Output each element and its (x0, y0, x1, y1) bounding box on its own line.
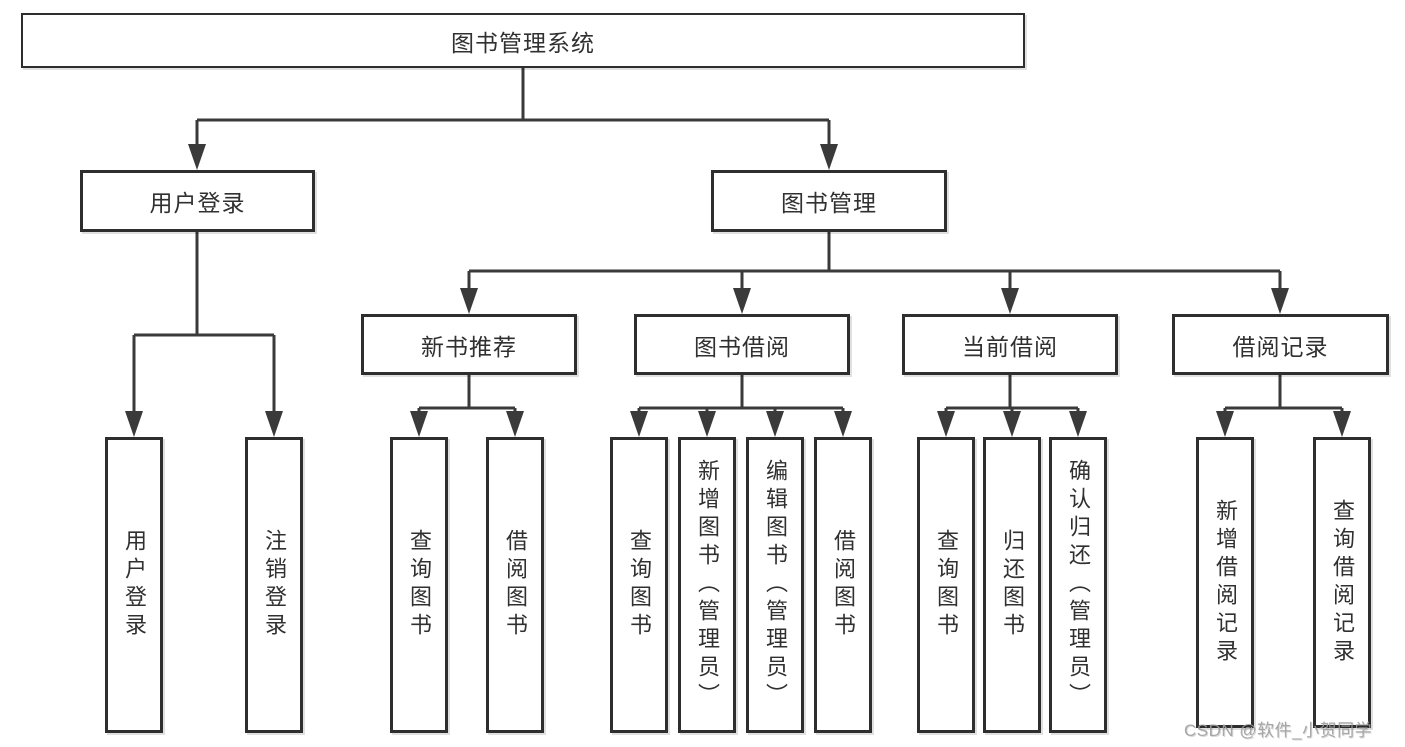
leaf-edit-books-admin: 编辑图书（管理员） (746, 437, 804, 733)
leaf-query-borrow-record: 查询借阅记录 (1313, 437, 1371, 728)
node-label: 新增借阅记录 (1213, 498, 1238, 667)
node-label: 借阅图书 (503, 529, 528, 641)
arrow-down-icon (1003, 411, 1021, 437)
leaf-return-books: 归还图书 (983, 437, 1041, 733)
leaf-query-books-borrowing: 查询图书 (610, 437, 668, 733)
arrow-down-icon (1271, 288, 1289, 314)
connector-book-management (460, 232, 1289, 314)
node-label: 新书推荐 (421, 333, 517, 360)
node-label: 当前借阅 (962, 333, 1058, 360)
arrow-down-icon (1001, 288, 1019, 314)
arrow-down-icon (188, 144, 206, 170)
node-label: 编辑图书（管理员） (763, 459, 788, 711)
arrow-down-icon (937, 411, 955, 437)
arrow-down-icon (834, 411, 852, 437)
arrow-down-icon (125, 411, 143, 437)
arrow-down-icon (265, 411, 283, 437)
connector-current-borrowing (937, 375, 1087, 437)
arrow-down-icon (506, 411, 524, 437)
connector-new-book-recommend (410, 375, 524, 437)
node-label: 图书管理 (781, 190, 877, 216)
node-label: 查询借阅记录 (1330, 498, 1355, 667)
connector-root (188, 68, 838, 170)
node-label: 图书借阅 (694, 333, 790, 360)
leaf-add-borrow-record: 新增借阅记录 (1196, 437, 1254, 728)
leaf-borrow-books-recommend: 借阅图书 (486, 437, 544, 733)
arrow-down-icon (630, 411, 648, 437)
node-label: 用户登录 (149, 190, 246, 216)
leaf-user-login: 用户登录 (105, 437, 163, 733)
arrow-down-icon (820, 144, 838, 170)
node-label: 借阅记录 (1232, 333, 1329, 360)
arrow-down-icon (410, 411, 428, 437)
node-label: 图书管理系统 (451, 29, 595, 56)
leaf-borrow-books-borrowing: 借阅图书 (814, 437, 872, 733)
node-label: 查询图书 (934, 529, 959, 641)
node-label: 查询图书 (627, 529, 652, 641)
node-label: 归还图书 (1000, 529, 1025, 641)
node-label: 新增图书（管理员） (695, 459, 720, 711)
arrow-down-icon (1216, 411, 1234, 437)
connector-book-borrowing (630, 375, 852, 437)
watermark: CSDN @软件_小贺同学 (1184, 721, 1373, 740)
leaf-add-books-admin: 新增图书（管理员） (678, 437, 736, 733)
arrow-down-icon (460, 288, 478, 314)
node-label: 注销登录 (262, 529, 287, 641)
node-label: 确认归还（管理员） (1066, 459, 1091, 711)
node-label: 用户登录 (122, 529, 147, 641)
arrow-down-icon (733, 288, 751, 314)
connector-user-login (125, 232, 283, 437)
node-book-borrowing: 图书借阅 (634, 314, 850, 375)
node-library-system: 图书管理系统 (21, 13, 1025, 68)
node-book-management: 图书管理 (711, 170, 947, 232)
leaf-confirm-return-admin: 确认归还（管理员） (1049, 437, 1107, 733)
node-user-login: 用户登录 (80, 170, 315, 232)
arrow-down-icon (766, 411, 784, 437)
leaf-logout: 注销登录 (245, 437, 303, 733)
arrow-down-icon (698, 411, 716, 437)
node-current-borrowing: 当前借阅 (902, 314, 1118, 375)
leaf-query-books-current: 查询图书 (917, 437, 975, 733)
arrow-down-icon (1069, 411, 1087, 437)
node-new-book-recommend: 新书推荐 (361, 314, 577, 375)
arrow-down-icon (1333, 411, 1351, 437)
connector-borrowing-records (1216, 375, 1351, 437)
node-label: 借阅图书 (831, 529, 856, 641)
leaf-query-books-recommend: 查询图书 (390, 437, 448, 733)
node-label: 查询图书 (407, 529, 432, 641)
node-borrowing-records: 借阅记录 (1172, 314, 1389, 375)
